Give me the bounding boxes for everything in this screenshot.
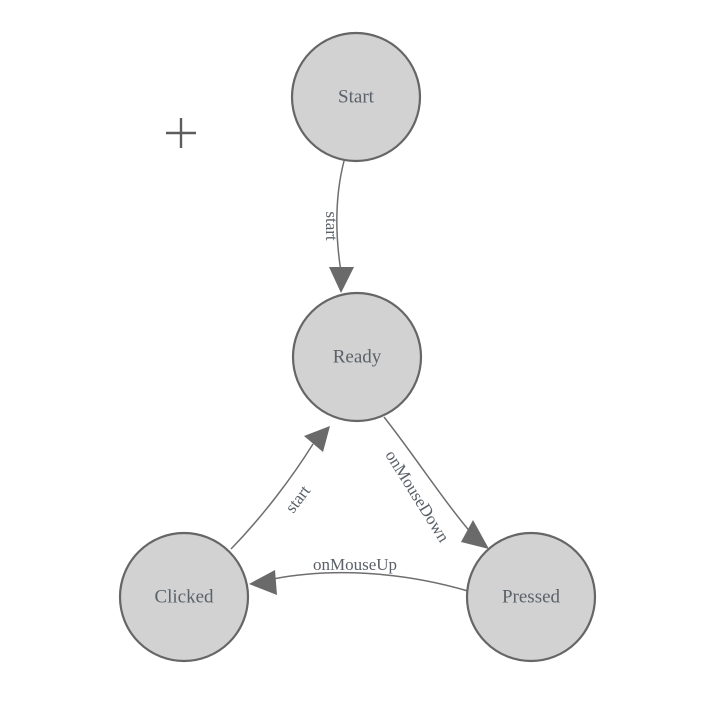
node-pressed-circle xyxy=(465,531,597,663)
edge-clicked-to-ready-arrowhead xyxy=(304,426,330,452)
edge-clicked-to-ready[interactable]: start xyxy=(230,426,330,550)
edge-pressed-to-clicked-path xyxy=(272,571,469,592)
node-pressed[interactable]: Pressed xyxy=(465,531,597,663)
edge-clicked-to-ready-path xyxy=(230,443,314,550)
edge-start-to-ready-label: start xyxy=(322,211,341,241)
edge-start-to-ready[interactable]: start xyxy=(322,160,354,293)
edge-start-to-ready-arrowhead xyxy=(329,267,354,293)
edge-start-to-ready-path xyxy=(336,160,345,273)
node-clicked-circle xyxy=(118,531,250,663)
edge-ready-to-pressed-path xyxy=(383,416,473,535)
edge-pressed-to-clicked[interactable]: onMouseUp xyxy=(249,555,469,595)
node-start-label: Start xyxy=(338,86,375,107)
node-pressed-label: Pressed xyxy=(502,586,561,607)
edge-ready-to-pressed-arrowhead xyxy=(461,520,489,549)
node-start-circle xyxy=(290,31,422,163)
node-clicked[interactable]: Clicked xyxy=(118,531,250,663)
node-ready[interactable]: Ready xyxy=(291,291,423,423)
plus-crosshair-icon xyxy=(166,118,196,148)
edge-pressed-to-clicked-arrowhead xyxy=(249,570,277,595)
edge-ready-to-pressed[interactable]: onMouseDown xyxy=(382,416,489,549)
node-start[interactable]: Start xyxy=(290,31,422,163)
node-ready-label: Ready xyxy=(333,346,382,367)
edge-pressed-to-clicked-label: onMouseUp xyxy=(313,555,397,574)
edge-clicked-to-ready-label: start xyxy=(281,481,314,516)
node-clicked-label: Clicked xyxy=(154,586,214,607)
node-ready-circle xyxy=(291,291,423,423)
